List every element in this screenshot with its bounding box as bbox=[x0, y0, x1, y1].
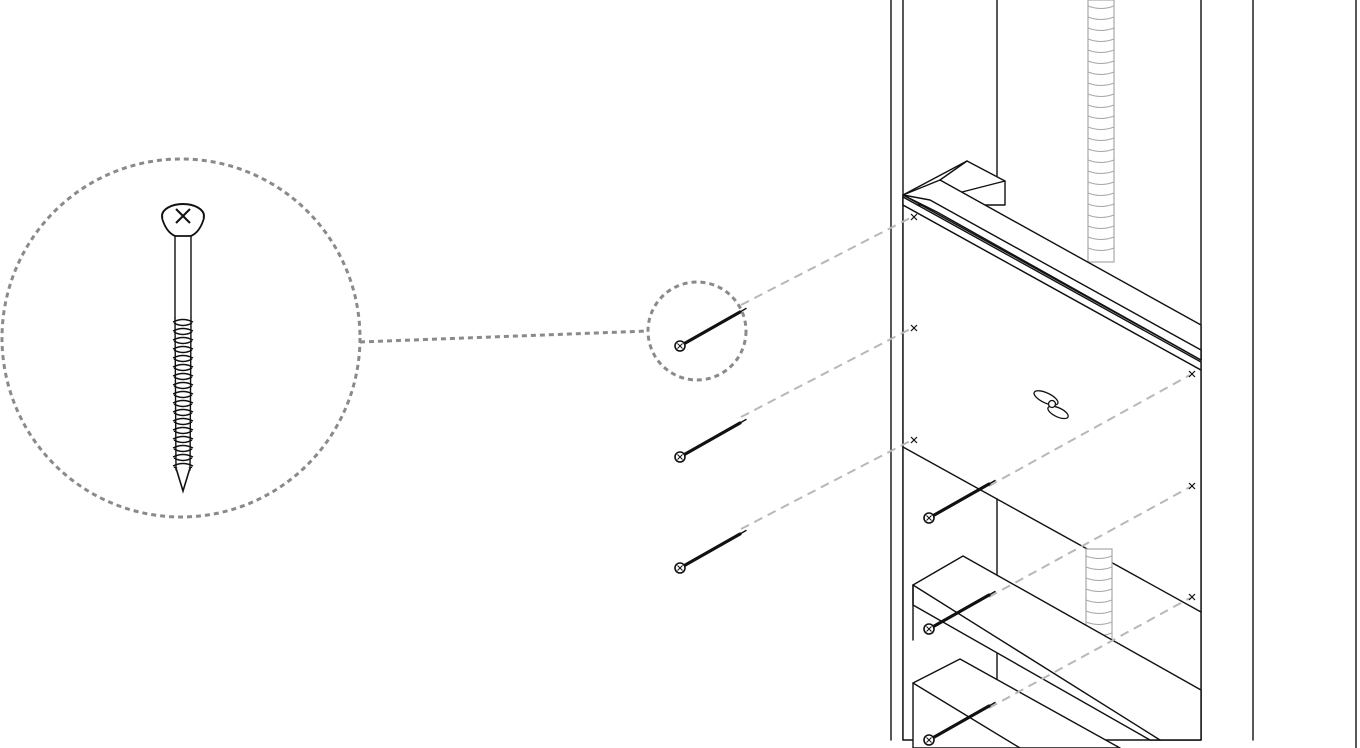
rod-ridge bbox=[1087, 38, 1115, 42]
rod-ridge bbox=[1085, 621, 1113, 625]
screw-thread bbox=[172, 345, 194, 354]
screw-thread bbox=[172, 399, 194, 408]
screw-thread bbox=[172, 417, 194, 426]
rod-ridge bbox=[1087, 148, 1115, 152]
rod-ridge bbox=[1085, 599, 1113, 603]
screw-thread bbox=[172, 318, 194, 327]
screw-detail-icon bbox=[161, 203, 205, 494]
guide-lines bbox=[740, 216, 1191, 709]
threaded-rod-icon bbox=[1087, 0, 1115, 263]
rod-ridge bbox=[1085, 577, 1113, 581]
rod-ridge bbox=[1085, 566, 1113, 570]
rod-ridge bbox=[1087, 192, 1115, 196]
rod-ridge bbox=[1087, 82, 1115, 86]
rod-ridge bbox=[1087, 126, 1115, 130]
wing-nut-icon bbox=[1033, 390, 1069, 420]
rod-ridge bbox=[1085, 555, 1113, 559]
rod-ridge bbox=[1087, 5, 1115, 9]
rod-ridge bbox=[1087, 137, 1115, 141]
screw-icon bbox=[673, 306, 748, 353]
screws-left-column bbox=[673, 306, 748, 575]
rod-ridge bbox=[1087, 71, 1115, 75]
rod-ridge bbox=[1087, 247, 1115, 251]
rod-ridge bbox=[1087, 181, 1115, 185]
screw-thread bbox=[172, 390, 194, 399]
rod-ridge bbox=[1087, 214, 1115, 218]
rod-ridge bbox=[1087, 159, 1115, 163]
detail-magnifier bbox=[0, 157, 748, 519]
rod-ridge bbox=[1087, 93, 1115, 97]
rod-ridge bbox=[1087, 27, 1115, 31]
rod-ridge bbox=[1087, 60, 1115, 64]
top-rail bbox=[902, 160, 1202, 361]
screw-thread bbox=[172, 381, 194, 390]
screw-thread bbox=[172, 435, 194, 444]
rod-ridge bbox=[1085, 588, 1113, 592]
rod-ridge bbox=[1087, 104, 1115, 108]
lower-blocks bbox=[912, 555, 1202, 748]
rod-ridge bbox=[1087, 203, 1115, 207]
rod-ridge bbox=[1085, 610, 1113, 614]
screw-thread bbox=[172, 408, 194, 417]
screw-thread bbox=[172, 444, 194, 453]
rod-ridge bbox=[1087, 115, 1115, 119]
rod-ridge bbox=[1087, 236, 1115, 240]
screw-icon bbox=[673, 417, 748, 464]
screw-thread bbox=[172, 426, 194, 435]
screw-thread bbox=[172, 336, 194, 345]
rod-ridge bbox=[1087, 170, 1115, 174]
screw-thread bbox=[172, 327, 194, 336]
rod-ridge bbox=[1087, 225, 1115, 229]
threaded-rod-lower bbox=[1085, 548, 1113, 640]
screw-thread bbox=[172, 354, 194, 363]
screw-thread bbox=[172, 363, 194, 372]
rod-ridge bbox=[1087, 49, 1115, 53]
screw-icon bbox=[673, 528, 748, 575]
screw-thread bbox=[172, 453, 194, 462]
screw-thread bbox=[172, 372, 194, 381]
rod-ridge bbox=[1087, 16, 1115, 20]
